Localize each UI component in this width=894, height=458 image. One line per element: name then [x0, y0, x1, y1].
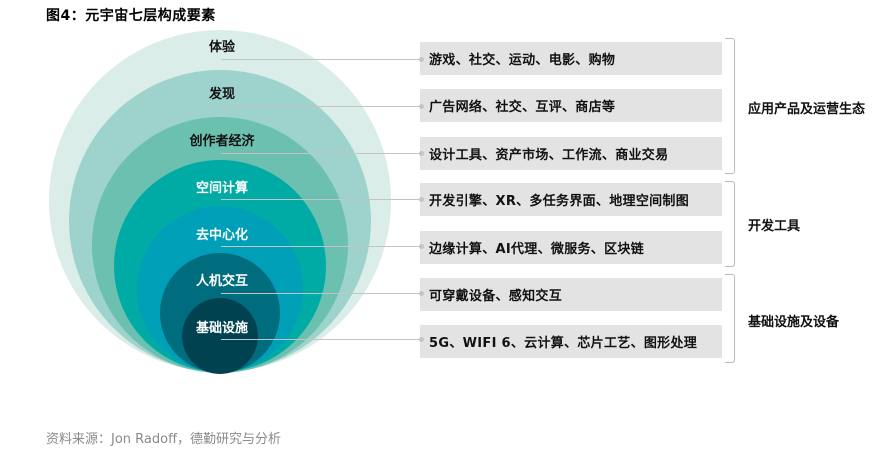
connector-dot — [419, 244, 424, 249]
connector-dot — [419, 151, 424, 156]
connector-line — [221, 153, 421, 154]
layer-circle-infrastructure — [182, 298, 258, 374]
detail-text: 5G、WIFI 6、云计算、芯片工艺、图形处理 — [429, 336, 698, 351]
source-note: 资料来源：Jon Radoff，德勤研究与分析 — [46, 432, 282, 447]
layer-label-creator-economy: 创作者经济 — [189, 134, 255, 149]
connector-line — [221, 59, 421, 60]
layer-detail-box: 边缘计算、AI代理、微服务、区块链 — [420, 231, 722, 264]
layer-detail-box: 广告网络、社交、互评、商店等 — [420, 89, 722, 122]
detail-text: 广告网络、社交、互评、商店等 — [429, 100, 616, 115]
connector-line — [221, 246, 421, 247]
layer-label-spatial-computing: 空间计算 — [195, 181, 248, 196]
group-label-infrastructure: 基础设施及设备 — [748, 315, 840, 330]
connector-dot — [419, 197, 424, 202]
layer-label-decentralization: 去中心化 — [195, 228, 248, 243]
detail-text: 开发引擎、XR、多任务界面、地理空间制图 — [429, 194, 690, 209]
group-label-apps: 应用产品及运营生态 — [748, 102, 866, 117]
detail-text: 可穿戴设备、感知交互 — [429, 289, 563, 304]
layer-detail-box: 开发引擎、XR、多任务界面、地理空间制图 — [420, 183, 722, 216]
group-bracket-infrastructure — [725, 274, 735, 363]
layer-detail-box: 5G、WIFI 6、云计算、芯片工艺、图形处理 — [420, 325, 722, 358]
connector-line — [221, 106, 421, 107]
connector-line — [221, 339, 421, 340]
layer-label-hci: 人机交互 — [195, 274, 248, 289]
layer-label-infrastructure: 基础设施 — [195, 321, 248, 336]
connector-dot — [419, 291, 424, 296]
layer-detail-box: 游戏、社交、运动、电影、购物 — [420, 42, 722, 75]
connector-line — [221, 293, 421, 294]
layer-detail-box: 可穿戴设备、感知交互 — [420, 278, 722, 311]
connector-dot — [419, 337, 424, 342]
detail-text: 边缘计算、AI代理、微服务、区块链 — [429, 242, 644, 257]
group-bracket-dev-tools — [725, 181, 735, 267]
detail-text: 游戏、社交、运动、电影、购物 — [429, 53, 616, 68]
connector-dot — [419, 57, 424, 62]
connector-dot — [419, 104, 424, 109]
group-bracket-apps — [725, 38, 735, 174]
detail-text: 设计工具、资产市场、工作流、商业交易 — [429, 148, 669, 163]
layer-detail-box: 设计工具、资产市场、工作流、商业交易 — [420, 137, 722, 170]
layer-label-experience: 体验 — [208, 40, 235, 55]
group-label-dev-tools: 开发工具 — [748, 219, 801, 234]
connector-line — [221, 199, 421, 200]
layer-label-discovery: 发现 — [208, 87, 235, 102]
figure-title: 图4：元宇宙七层构成要素 — [46, 8, 216, 24]
